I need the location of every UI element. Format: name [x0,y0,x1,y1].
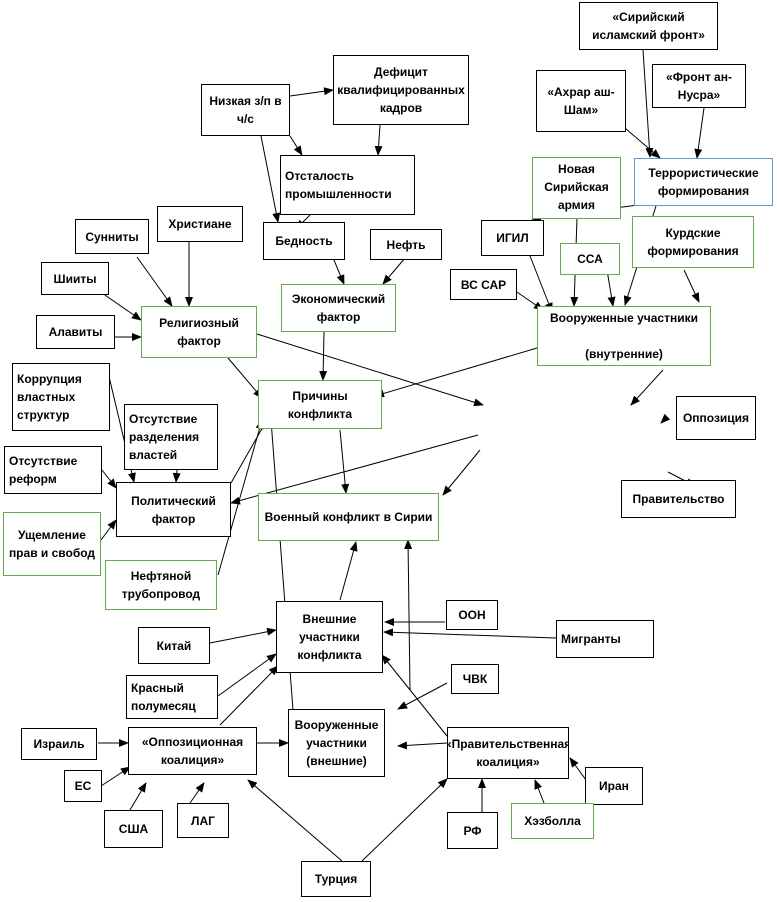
node-ssa: ССА [560,243,620,275]
node-deficit-kadrov: Дефицит квалифицированных кадров [333,55,469,125]
node-politicheskiy: Политический фактор [116,482,231,537]
node-vooruzhennye-vnutr: Вооруженные участники (внутренние) [537,306,711,366]
edge-arrow-4 [260,135,281,223]
node-vneshnie-uchastniki: Внешние участники конфликта [276,601,383,673]
node-vooruzhennye-vnesh: Вооруженные участники (внешние) [288,709,385,777]
node-ekonomicheskiy: Экономический фактор [281,284,396,332]
edge-arrow-44 [219,665,279,726]
node-pravitelstvo: Правительство [621,480,736,518]
node-neft: Нефть [370,229,442,260]
node-rf: РФ [447,812,498,849]
node-turciya: Турция [301,861,371,897]
node-oppoziciya: Оппозиция [676,396,756,440]
edge-arrow-29 [217,419,264,576]
node-otsutstvie-reform: Отсутствие реформ [4,446,102,494]
node-front-an-nusra: «Фронт ан-Нусра» [652,64,746,108]
node-vs-sar: ВС САР [450,269,517,300]
node-shiity: Шииты [41,262,109,295]
node-kurdskie: Курдские формирования [632,216,754,268]
edge-arrow-3 [289,87,334,97]
edge-arrow-16 [319,331,328,381]
edge-arrow-35 [339,541,358,601]
node-prichiny: Причины конфликта [258,380,382,429]
node-chvk: ЧВК [451,664,499,694]
edge-arrow-53 [569,757,587,781]
node-sunnity: Сунниты [75,219,149,254]
edge-arrow-45 [397,682,448,710]
node-korrupciya: Коррупция властных структур [12,363,110,431]
node-kitay: Китай [138,627,210,664]
edge-arrow-5 [289,135,303,156]
edge-arrow-26 [339,429,350,494]
edge-arrow-37 [404,539,413,691]
edge-arrow-2 [694,107,705,159]
node-nizkaya-zp: Низкая з/п в ч/с [201,84,290,136]
edge-arrow-6 [374,124,383,156]
node-lag: ЛАГ [177,803,229,838]
node-voenny-konflikt: Военный конфликт в Сирии [258,493,439,541]
edge-arrow-43 [217,653,277,697]
node-novaya-siriyskaya-armiya: Новая Сирийская армия [532,157,621,219]
node-oon: ООН [446,600,498,630]
edge-arrow-12 [101,292,142,321]
node-pravitelstvennaya-koaliciya: «Правительственная коалиция» [447,727,569,779]
node-otsutstvie-razdeleniya: Отсутствие разделения властей [124,404,218,470]
edge-arrow-42 [209,627,277,644]
edge-arrow-57 [247,779,343,862]
edge-arrow-38 [660,413,671,424]
edge-arrow-24 [374,347,538,398]
node-terroristicheskie: Террористические формирования [634,158,773,206]
node-hristiane: Христиане [157,206,243,242]
edge-arrow-9 [382,257,406,285]
edge-arrow-27 [230,434,479,505]
edge-arrow-14 [227,357,263,399]
node-es: ЕС [64,770,102,802]
node-ahrar-ash-sham: «Ахрар аш-Шам» [536,70,626,132]
edge-arrow-46 [381,654,448,737]
edge-arrow-56 [361,778,448,862]
node-igil: ИГИЛ [481,220,544,256]
node-hezbolla: Хэзболла [511,803,594,839]
edge-arrow-25 [630,369,664,406]
node-iran: Иран [585,767,643,805]
edge-arrow-33 [100,519,117,541]
node-nefteprovod: Нефтяной трубопровод [105,560,217,610]
edge-arrow-47 [397,741,448,750]
node-bednost: Бедность [263,222,345,260]
node-religiozny: Религиозный фактор [141,306,257,358]
node-siriyskiy-islamskiy-front: «Сирийский исламский фронт» [579,2,718,50]
edge-arrow-19 [606,269,616,307]
node-ssha: США [104,810,163,848]
edge-arrow-15 [256,333,484,407]
node-izrail: Израиль [21,728,97,760]
edge-arrow-22 [683,269,700,303]
node-alavity: Алавиты [36,315,115,349]
edge-arrow-31 [172,469,181,483]
node-ushchemlenie: Ущемление прав и свобод [3,512,101,576]
node-otstalost: Отсталость промышленности [280,155,415,215]
edge-arrow-51 [189,782,205,804]
edge-arrow-50 [129,782,147,811]
node-krasny-polumesyac: Красный полумесяц [126,675,218,719]
edge-arrow-55 [534,779,545,804]
node-migranty: Мигранты [556,620,654,658]
edge-arrow-41 [383,628,557,639]
edge-arrow-49 [100,766,131,787]
edge-arrow-34 [442,449,481,496]
edge-arrow-10 [136,256,173,307]
edge-arrow-0 [642,49,654,158]
edge-arrow-32 [101,469,117,489]
node-oppozicionnaya-koaliciya: «Оппозиционная коалиция» [128,727,257,775]
edge-arrow-18 [529,255,553,313]
